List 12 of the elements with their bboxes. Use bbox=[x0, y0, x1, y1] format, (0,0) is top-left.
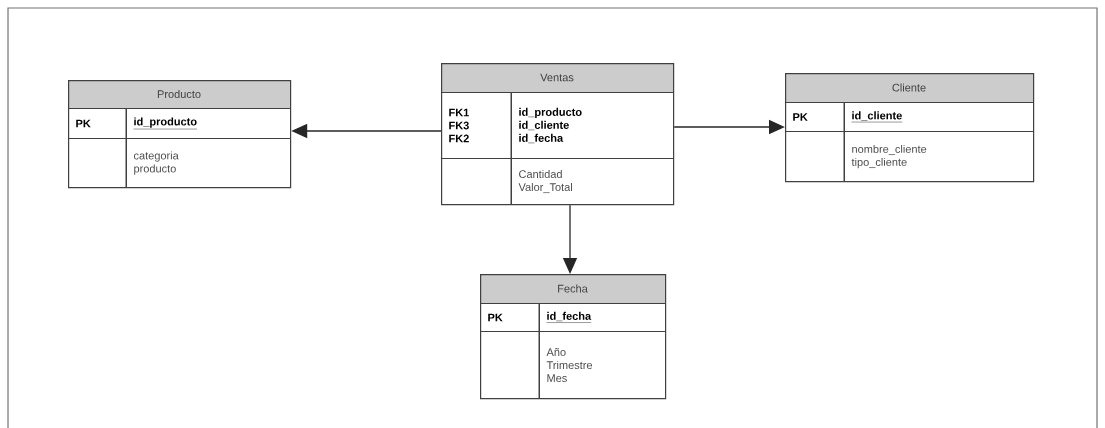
key-field: id_producto id_cliente id_fecha bbox=[511, 92, 674, 159]
key-field: id_fecha bbox=[539, 303, 666, 332]
key-label: FK1 FK3 FK2 bbox=[441, 92, 512, 159]
key-label: PK bbox=[785, 102, 845, 132]
attribute-list: nombre_cliente tipo_cliente bbox=[844, 131, 1034, 182]
attribute-list: Año Trimestre Mes bbox=[539, 331, 666, 399]
key-field: id_cliente bbox=[844, 102, 1034, 132]
key-label: PK bbox=[480, 303, 540, 332]
key-field: id_producto bbox=[126, 108, 291, 139]
attribute-list: Cantidad Valor_Total bbox=[511, 158, 674, 205]
key-label: PK bbox=[68, 108, 127, 139]
attribute-list: categoria producto bbox=[126, 138, 291, 188]
